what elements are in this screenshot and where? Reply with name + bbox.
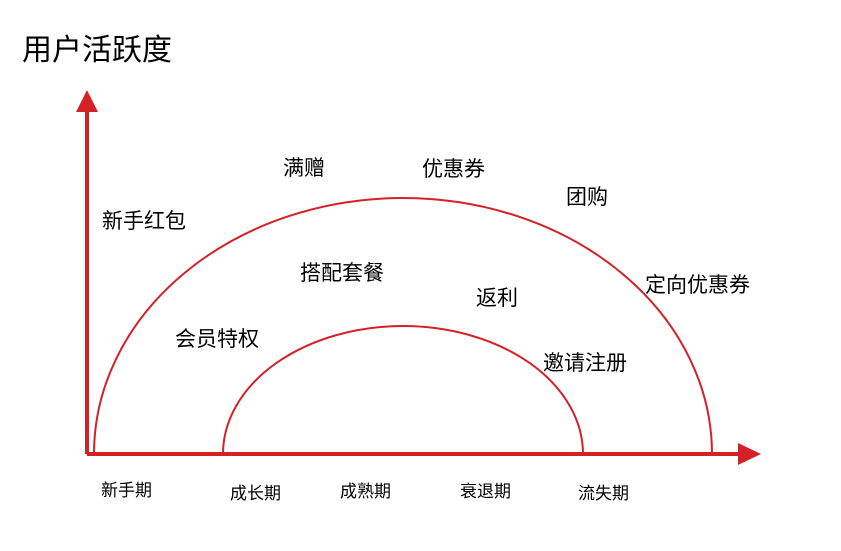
outer-label: 定向优惠券 <box>645 273 750 297</box>
middle-label: 返利 <box>476 286 518 310</box>
stage-label: 流失期 <box>578 484 629 504</box>
stage-label: 成长期 <box>230 484 281 504</box>
middle-label: 会员特权 <box>175 327 259 351</box>
stage-label: 新手期 <box>101 481 152 501</box>
outer-label: 新手红包 <box>102 209 186 233</box>
diagram-title: 用户活跃度 <box>22 33 172 68</box>
inner-arc <box>222 325 584 455</box>
outer-label: 优惠券 <box>422 157 485 181</box>
x-axis-arrow <box>738 443 761 465</box>
outer-label: 满赠 <box>283 156 325 180</box>
outer-label: 团购 <box>566 185 608 209</box>
stage-label: 衰退期 <box>460 482 511 502</box>
outer-arc <box>93 197 713 455</box>
middle-label: 搭配套餐 <box>300 261 384 285</box>
stage-label: 成熟期 <box>340 481 391 502</box>
middle-label: 邀请注册 <box>543 351 627 375</box>
y-axis-arrow <box>76 90 98 112</box>
